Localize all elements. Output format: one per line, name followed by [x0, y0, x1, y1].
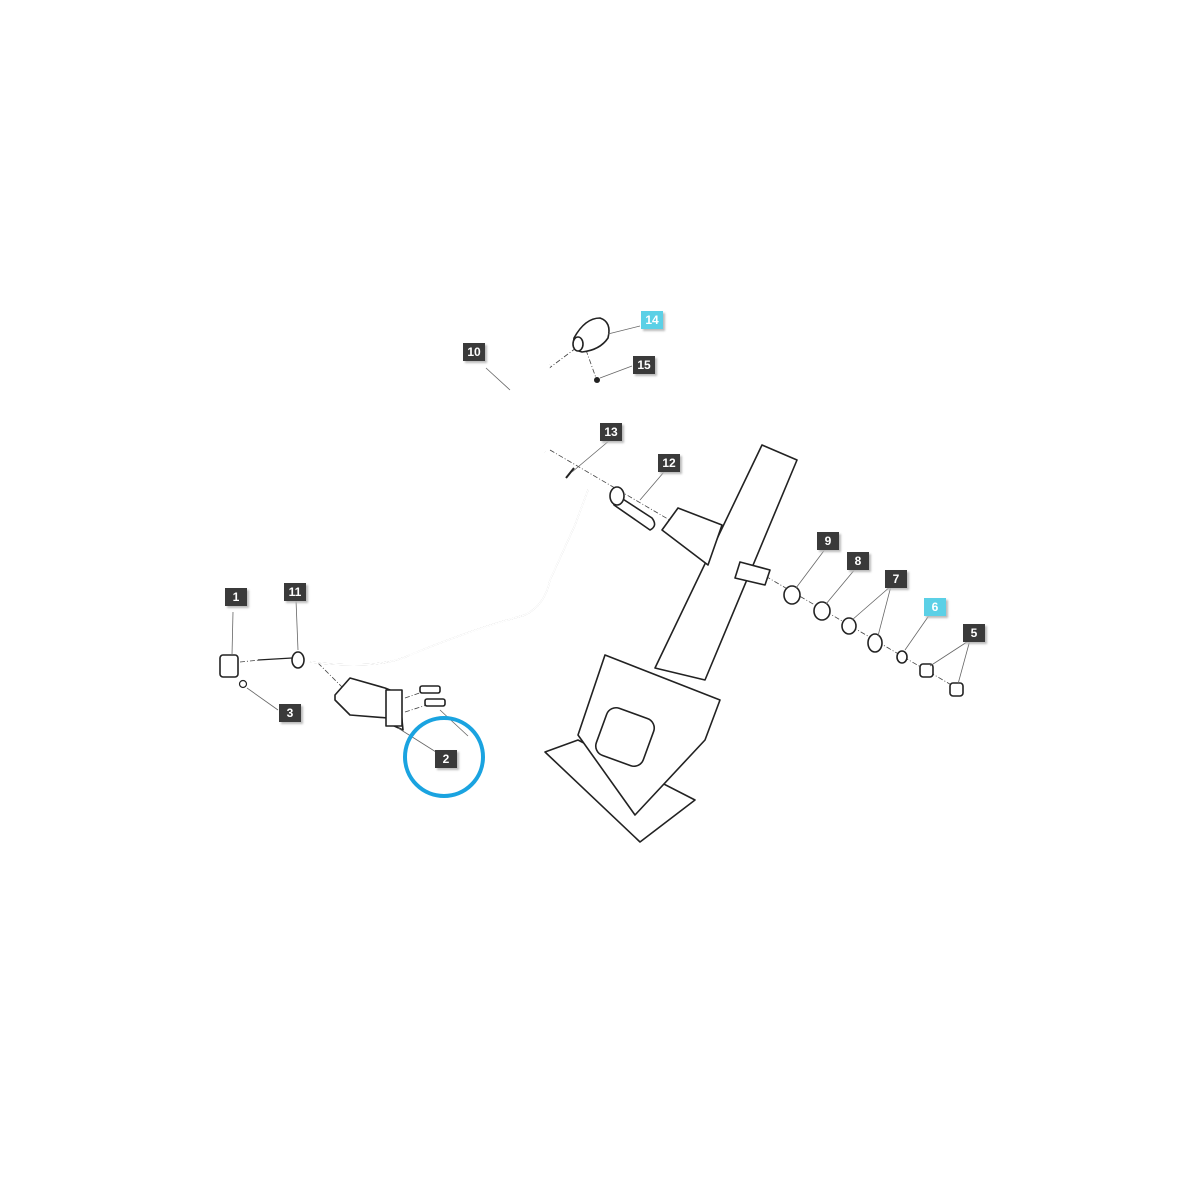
callout-8[interactable]: 8: [847, 552, 869, 570]
callout-3[interactable]: 3: [279, 704, 301, 722]
nuts[interactable]: [919, 663, 964, 697]
cable-end-fitting: [291, 651, 305, 669]
callout-15[interactable]: 15: [633, 356, 655, 374]
cotter-pin[interactable]: [565, 467, 575, 479]
bracket-flange: [385, 689, 403, 727]
callout-5[interactable]: 5: [963, 624, 985, 642]
callout-10[interactable]: 10: [463, 343, 485, 361]
callout-6[interactable]: 6: [924, 598, 946, 616]
callout-14[interactable]: 14: [641, 311, 663, 329]
callout-12[interactable]: 12: [658, 454, 680, 472]
clip-ring[interactable]: [238, 679, 248, 689]
cable-inner: [309, 489, 589, 666]
washers[interactable]: [783, 585, 908, 664]
assembly-lines: [239, 344, 961, 713]
callout-1[interactable]: 1: [225, 588, 247, 606]
set-screw[interactable]: [594, 377, 600, 383]
motor: [594, 706, 656, 768]
callout-7[interactable]: 7: [885, 570, 907, 588]
callout-2[interactable]: 2: [435, 750, 457, 768]
callout-11[interactable]: 11: [284, 583, 306, 601]
selection-ring: [403, 716, 485, 798]
knob-bore: [572, 336, 584, 352]
mounting-block: [661, 507, 723, 566]
callout-9[interactable]: 9: [817, 532, 839, 550]
lever-arm-boss: [609, 486, 625, 506]
side-plate: [734, 561, 771, 586]
shift-lever-inner: [484, 363, 551, 454]
cable-wire: [257, 657, 293, 661]
cable-clip[interactable]: [219, 654, 239, 678]
steering-column: [654, 444, 798, 681]
callout-13[interactable]: 13: [600, 423, 622, 441]
cable[interactable]: [309, 489, 589, 666]
bolts[interactable]: [419, 685, 446, 707]
leader-lines: [231, 325, 971, 753]
